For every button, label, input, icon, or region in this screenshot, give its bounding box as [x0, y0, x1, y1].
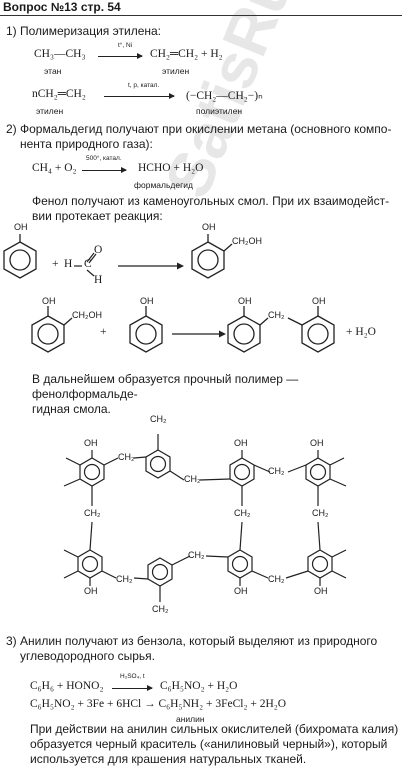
sec1-heading: 1) Полимеризация этилена:: [6, 24, 161, 38]
sec2-polymer-text: В дальнейшем образуется прочный полимер …: [32, 372, 402, 417]
sec1-eq1-cond: t°, Ni: [118, 42, 133, 49]
resin-rings: [77, 449, 333, 587]
resin-ch2-9: CH₂: [268, 574, 285, 584]
sec2-eq-right: HCHO + H₂O: [138, 162, 204, 174]
resin-oh-6: OH: [314, 586, 328, 596]
sec2-polymer-line2: гидная смола.: [32, 402, 111, 416]
sec1-eq1-left: CH₃—CH₃: [34, 48, 86, 60]
resin-bonds: [63, 434, 347, 602]
sec3-eq2: C₆H₅NO₂ + 3Fe + 6HCl → C₆H₅NH₂ + 3FeCl₂ …: [30, 698, 287, 710]
r1-product-oh: OH: [202, 222, 216, 232]
r1-formaldehyde-h1: H: [64, 258, 73, 270]
r2-product-oh-a: OH: [238, 296, 252, 306]
formaldehyde: [74, 252, 97, 277]
resin-network-diagram: [63, 434, 347, 602]
phenol-ring: [3, 234, 37, 279]
sec2-heading-line2: нента природного газа):: [20, 137, 153, 151]
sec2-phenol-text: Фенол получают из каменоугольных смол. П…: [32, 194, 402, 224]
resin-ch2-8: CH₂: [188, 550, 205, 560]
sec3-final-line2: образуется черный краситель («анилиновый…: [30, 737, 388, 751]
resin-ch2-4: CH₂: [84, 508, 101, 518]
sec3-eq1-arrow: [112, 685, 153, 691]
resin-top-ch2: CH₂: [150, 414, 167, 424]
sec3-heading-line1: 3) Анилин получают из бензола, который в…: [6, 634, 378, 648]
sec2-heading: 2) Формальдегид получают при окислении м…: [6, 122, 402, 152]
sec1-eq2-left: nCH₂═CH₂: [32, 88, 86, 100]
sec1-eq1-right: CH₂═CH₂ + H₂: [150, 48, 223, 60]
r1-formaldehyde-o: O: [94, 244, 103, 256]
resin-oh-1: OH: [84, 438, 98, 448]
resin-bottom-ch2: CH₂: [152, 604, 169, 614]
resin-oh-5: OH: [234, 586, 248, 596]
sec1-eq2-arrow: [104, 93, 175, 99]
reaction-2-diagram: [31, 306, 335, 353]
r2-product-oh-b: OH: [312, 296, 326, 306]
resin-ch2-7: CH₂: [116, 574, 133, 584]
sec1-eq2-right-name: полиэтилен: [196, 106, 243, 116]
sec3-eq1-left: C₆H₆ + HONO₂: [30, 680, 104, 692]
sec2-phenol-line2: вии протекает реакция:: [32, 209, 163, 223]
sec1-eq2-right: (−CH₂—CH₂−)ₙ: [186, 90, 263, 102]
sec1-eq1-left-name: этан: [44, 66, 62, 76]
sec3-eq1-cond: H₂SO₄, t: [120, 673, 145, 680]
resin-oh-2: OH: [234, 438, 248, 448]
salicyl-alcohol-ring: [191, 234, 233, 279]
r2-phenol-ring: [129, 306, 163, 353]
resin-ch2-6: CH₂: [312, 508, 329, 518]
sec2-heading-line1: 2) Формальдегид получают при окислении м…: [6, 122, 392, 136]
r2-water: + H₂O: [346, 326, 376, 338]
resin-oh-4: OH: [84, 586, 98, 596]
r1-formaldehyde-c: C: [84, 258, 92, 270]
sec3-final-text: При действии на анилин сильных окислител…: [30, 722, 402, 767]
resin-ch2-5: CH₂: [234, 508, 251, 518]
sec2-eq-arrow: [82, 167, 127, 173]
reaction-1-arrow-head: [177, 262, 184, 270]
sec1-eq2-cond: t, p, катал.: [128, 82, 160, 89]
sec2-eq-cond: 500°, катал.: [86, 155, 122, 162]
sec3-eq1-right: C₆H₅NO₂ + H₂O: [160, 680, 238, 692]
resin-ch2-3: CH₂: [268, 466, 285, 476]
r2-plus: +: [100, 326, 107, 338]
sec3-final-line3: используется для крашения натуральных тк…: [30, 752, 307, 766]
sec2-eq-right-name: формальдегид: [134, 180, 193, 190]
page-title: Вопрос №13 стр. 54: [3, 0, 121, 14]
r1-formaldehyde-h2: H: [94, 274, 103, 286]
r2-salicyl-oh: OH: [42, 296, 56, 306]
resin-oh-3: OH: [310, 438, 324, 448]
reaction-2-arrow-head: [219, 330, 226, 338]
sec2-phenol-line1: Фенол получают из каменоугольных смол. П…: [32, 194, 390, 208]
r1-product-ch2oh: CH₂OH: [232, 236, 262, 246]
r2-bridge-bond: [287, 317, 303, 326]
sec3-eq2-name: анилин: [176, 714, 205, 724]
r2-product-ring-a: [227, 306, 269, 353]
sec2-eq-left: CH₄ + O₂: [32, 162, 77, 174]
sec1-eq1-right-name: этилен: [162, 66, 190, 76]
sec1-eq1-arrow: [98, 53, 143, 59]
sec1-eq2-left-name: этилен: [36, 106, 64, 116]
sec3-heading: 3) Анилин получают из бензола, который в…: [6, 634, 402, 664]
r2-salicyl-ring: [31, 306, 73, 353]
sec3-heading-line2: углеводородного сырья.: [20, 649, 156, 663]
sec3-final-line1: При действии на анилин сильных окислител…: [30, 722, 399, 736]
watermark: SatisRu: [150, 0, 307, 208]
r1-plus: +: [52, 258, 59, 270]
sec2-polymer-line1: В дальнейшем образуется прочный полимер …: [32, 372, 299, 401]
reaction-1-diagram: [3, 234, 233, 279]
header-divider: [0, 15, 402, 16]
r2-product-ch2: CH₂: [268, 310, 285, 320]
resin-ch2-2: CH₂: [184, 474, 201, 484]
r1-phenol-oh: OH: [14, 222, 28, 232]
resin-ch2-1: CH₂: [118, 452, 135, 462]
r2-phenol-oh: OH: [140, 296, 154, 306]
r2-salicyl-ch2oh: CH₂OH: [72, 310, 102, 320]
r2-product-ring-b: [301, 306, 335, 353]
